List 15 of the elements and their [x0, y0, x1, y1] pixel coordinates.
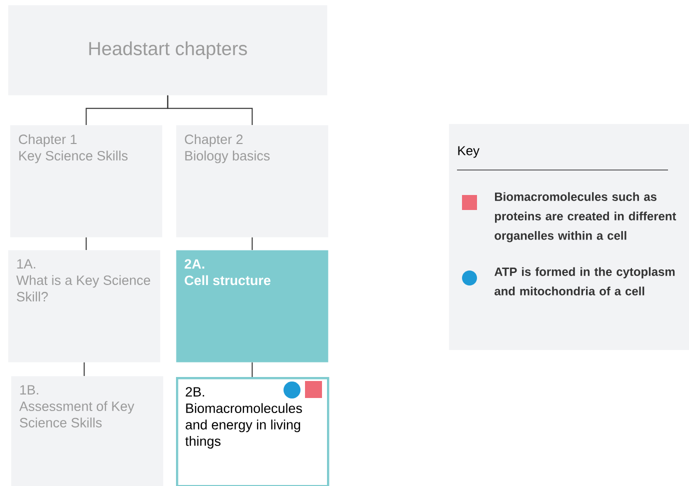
- chapter-box: 1A. What is a Key Science Skill?: [8, 250, 160, 362]
- chapter-box: Chapter 2 Biology basics: [176, 125, 328, 238]
- title-box: Headstart chapters: [8, 5, 328, 96]
- key-text: ATP is formed in the cytoplasm and mitochondria of a cell: [494, 267, 675, 296]
- connector-line: [252, 236, 253, 250]
- chapter-box: 1B. Assessment of Key Science Skills: [11, 376, 164, 486]
- key-text: Biomacromolecules such as proteins are created in different organelles within a cell: [494, 192, 676, 242]
- highlight-box: 2B. Biomacromolecules and energy in living things: [176, 377, 330, 486]
- chapter-box: Chapter 1 Key Science Skills: [10, 125, 162, 238]
- connector-line: [86, 236, 87, 250]
- connector-line: [167, 94, 253, 126]
- highlight-box: 2A. Cell structure: [176, 250, 328, 362]
- connector-line: [84, 362, 85, 376]
- key-heading: Key: [458, 146, 480, 158]
- connector-line: [252, 362, 253, 378]
